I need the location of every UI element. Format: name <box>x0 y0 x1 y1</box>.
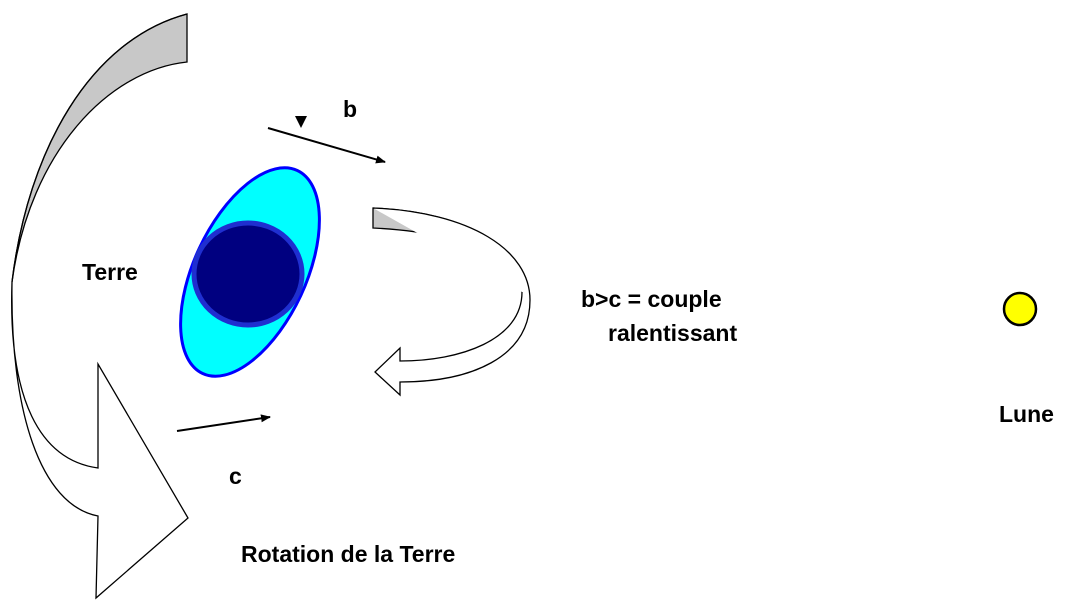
torque-arrow <box>372 207 531 397</box>
label-b: b <box>343 96 357 122</box>
earth <box>179 166 321 378</box>
label-torque-line2: ralentissant <box>608 320 737 346</box>
earth-rotation-arrow-band <box>11 13 188 283</box>
force-arrow-c <box>176 414 271 432</box>
label-moon: Lune <box>999 401 1054 427</box>
earth-rotation-arrow <box>11 13 189 600</box>
small-triangle-marker <box>295 116 307 128</box>
force-arrow-b <box>267 127 386 164</box>
label-earth: Terre <box>82 259 138 285</box>
earth-rotation-arrow-body <box>11 13 189 600</box>
earth-core <box>191 220 305 328</box>
label-torque-line1: b>c = couple <box>581 286 722 312</box>
label-c: c <box>229 463 242 489</box>
torque-arrow-body <box>372 207 531 397</box>
moon <box>1002 291 1038 327</box>
label-rotation: Rotation de la Terre <box>241 541 455 567</box>
